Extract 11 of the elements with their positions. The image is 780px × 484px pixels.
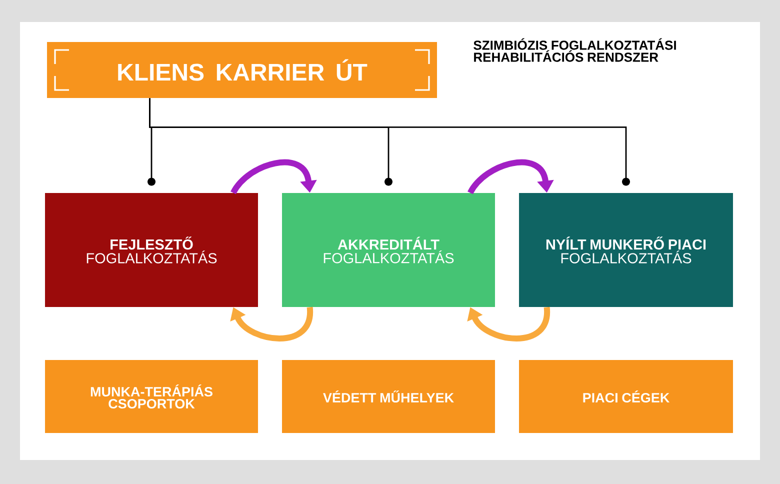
arrow [468,159,554,194]
arrow [230,159,317,194]
employment-box: NYÍLT MUNKERŐ PIACI FOGLALKOZTATÁS [519,193,733,307]
workplace-box: MUNKA-TERÁPIÁS CSOPORTOK [45,360,258,433]
system-caption: SZIMBIÓZIS FOGLALKOZTATÁSI REHABILITÁCIÓS RENDSZER [474,38,676,62]
employment-box: AKKREDITÁLT FOGLALKOZTATÁS [282,193,495,307]
employment-box: FEJLESZTŐ FOGLALKOZTATÁS [45,193,258,307]
workplace-box: VÉDETT MŰHELYEK [282,360,495,433]
title-banner: KLIENS KARRIER ÚT [47,42,437,98]
workplace-box: PIACI CÉGEK [519,360,733,433]
connector-line [149,98,630,186]
